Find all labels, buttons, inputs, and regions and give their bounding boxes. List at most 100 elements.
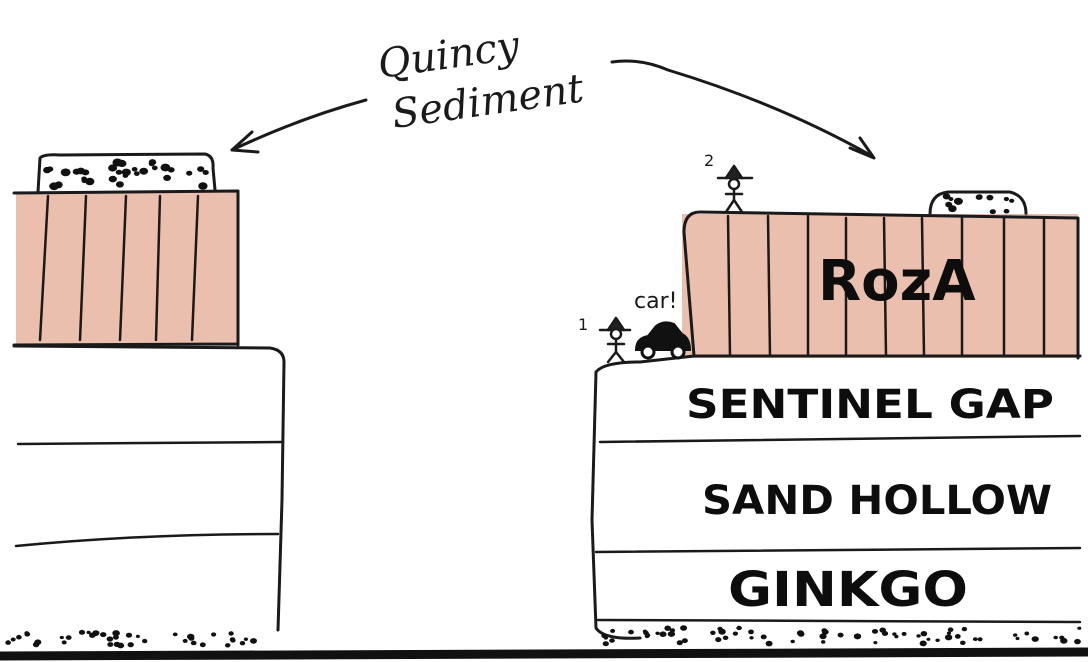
gravel-dot	[978, 637, 983, 641]
gravel-dot	[921, 631, 928, 636]
label-sand-hollow: SAND HOLLOW	[702, 478, 1052, 524]
gravel-dot	[962, 627, 967, 631]
left-gravel-dots	[43, 159, 209, 191]
left-roza-shading	[16, 192, 238, 344]
gravel-dot	[107, 636, 114, 641]
gravel-dot	[186, 171, 192, 176]
right-top-gravel-dots	[943, 193, 1015, 214]
arrow-head-left	[232, 132, 258, 152]
gravel-dot	[114, 642, 121, 647]
gravel-dot	[955, 634, 961, 639]
gravel-dot	[109, 176, 117, 183]
gravel-dot	[122, 169, 131, 176]
label-roza: RozA	[818, 249, 976, 314]
gravel-dot	[188, 636, 194, 641]
gravel-dot	[198, 182, 207, 189]
gravel-dot	[749, 636, 753, 639]
gravel-dot	[945, 634, 952, 640]
gravel-dot	[628, 630, 634, 635]
gravel-dot	[191, 641, 197, 646]
gravel-dot	[1053, 636, 1058, 640]
gravel-dot	[211, 632, 216, 636]
person-1-figure	[600, 318, 630, 362]
arrow-to-right-gravel	[612, 61, 872, 156]
marker-car: car!	[634, 289, 677, 314]
base-gravel-dots	[5, 625, 1081, 648]
gravel-dot	[1013, 633, 1017, 636]
gravel-dot	[838, 633, 844, 638]
gravel-dot	[945, 202, 952, 208]
gravel-dot	[954, 198, 963, 205]
gravel-dot	[990, 209, 996, 214]
gravel-dot	[655, 632, 659, 635]
gravel-dot	[136, 635, 140, 638]
gravel-dot	[118, 160, 127, 167]
gravel-dot	[126, 633, 132, 638]
gravel-dot	[11, 638, 16, 642]
gravel-dot	[79, 630, 85, 635]
gravel-dot	[134, 171, 140, 176]
gravel-dot	[77, 168, 85, 175]
gravel-dot	[1032, 636, 1039, 642]
gravel-dot	[34, 639, 41, 645]
gravel-dot	[142, 639, 147, 643]
gravel-dot	[251, 639, 256, 643]
arrow-to-left-gravel	[232, 100, 366, 150]
gravel-dot	[89, 633, 96, 638]
gravel-dot	[682, 638, 688, 643]
gravel-dot	[1024, 632, 1029, 636]
arrow-head-right	[850, 138, 874, 158]
marker-person-2: 2	[704, 151, 714, 170]
gravel-dot	[197, 166, 204, 172]
right-flow-contact-3	[598, 620, 1080, 622]
gravel-dot	[61, 169, 71, 177]
gravel-dot	[244, 638, 248, 641]
gravel-dot	[112, 630, 120, 636]
gravel-dot	[948, 627, 954, 632]
gravel-dot	[85, 178, 94, 185]
gravel-dot	[748, 630, 754, 635]
gravel-dot	[163, 175, 171, 181]
gravel-dot	[710, 631, 715, 635]
gravel-dot	[183, 639, 188, 643]
gravel-dot	[976, 195, 983, 200]
gravel-dot	[132, 167, 138, 172]
gravel-dot	[16, 635, 22, 640]
gravel-dot	[5, 640, 11, 645]
marker-person-1: 1	[578, 315, 588, 334]
left-lower-flows	[14, 346, 284, 630]
gravel-dot	[986, 195, 993, 201]
gravel-dot	[960, 641, 966, 645]
gravel-dot	[822, 629, 829, 634]
gravel-dot	[854, 633, 861, 639]
gravel-dot	[1060, 638, 1067, 644]
gravel-dot	[56, 183, 62, 188]
gravel-dot	[200, 642, 206, 647]
right-flow-contact-1	[600, 436, 1080, 442]
gravel-dot	[821, 640, 825, 644]
gravel-dot	[920, 641, 927, 647]
gravel-dot	[1004, 197, 1009, 201]
gravel-dot	[798, 631, 805, 636]
gravel-dot	[664, 626, 671, 631]
gravel-dot	[723, 636, 729, 640]
left-flow-contact-1	[18, 442, 282, 444]
gravel-dot	[240, 641, 245, 645]
gravel-dot	[1077, 627, 1081, 630]
left-flow-contact-2	[16, 534, 278, 546]
gravel-dot	[645, 634, 650, 638]
gravel-dot	[128, 642, 134, 647]
gravel-dot	[228, 631, 233, 635]
label-ginkgo: GINKGO	[728, 562, 968, 618]
gravel-dot	[1009, 199, 1014, 203]
gravel-dot	[1074, 639, 1081, 644]
gravel-dot	[947, 632, 951, 635]
gravel-dot	[62, 640, 67, 644]
gravel-dot	[609, 638, 615, 642]
gravel-dot	[660, 631, 667, 637]
gravel-dot	[680, 625, 687, 631]
gravel-dot	[873, 641, 877, 644]
right-flow-contact-2	[596, 548, 1080, 552]
gravel-dot	[43, 167, 51, 173]
